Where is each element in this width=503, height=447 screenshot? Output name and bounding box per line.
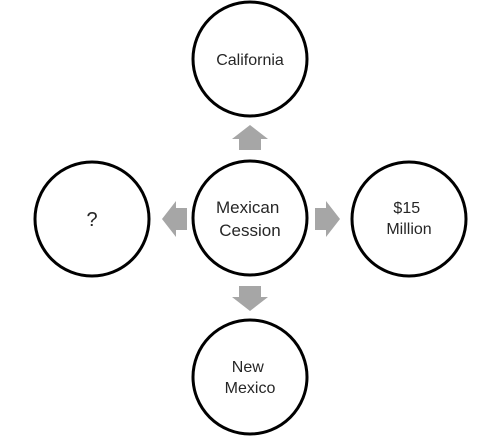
top-node-circle	[191, 0, 309, 118]
left-node-label: ?	[86, 209, 97, 231]
bottom-node-label: New Mexico	[225, 359, 276, 397]
labels: Mexican Cession California $15 Million N…	[86, 52, 431, 397]
arrows	[162, 125, 340, 311]
arrow-up-icon	[232, 125, 268, 150]
right-node-line-1: $15	[393, 200, 420, 217]
bottom-node-line-1: New	[232, 359, 264, 376]
center-node-line-1: Mexican	[216, 198, 279, 217]
top-node-line-1: California	[216, 52, 284, 69]
center-node-circle	[191, 159, 309, 277]
right-node-label: $15 Million	[386, 200, 431, 238]
left-node-line-1: ?	[86, 209, 97, 231]
circles	[33, 0, 468, 436]
arrow-left-icon	[162, 201, 187, 237]
right-node-line-2: Million	[386, 221, 431, 238]
center-node-label: Mexican Cession	[216, 198, 284, 240]
left-node-circle	[33, 160, 151, 278]
bottom-node-line-2: Mexico	[225, 380, 276, 397]
top-node-label: California	[216, 52, 284, 69]
arrow-right-icon	[315, 201, 340, 237]
arrow-down-icon	[232, 286, 268, 311]
bottom-node-circle	[191, 318, 309, 436]
right-node-circle	[350, 160, 468, 278]
center-node-line-2: Cession	[219, 221, 280, 240]
